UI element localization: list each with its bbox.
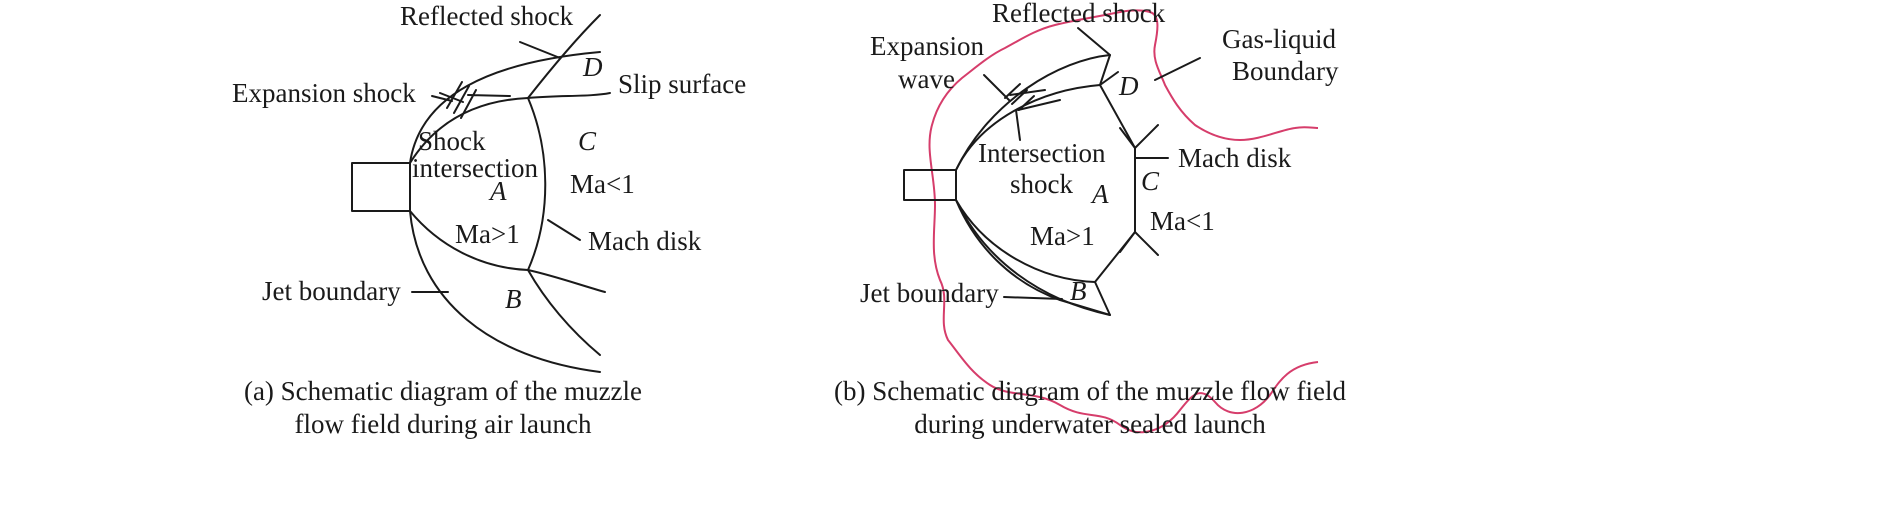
leader-gas-liquid-b <box>1154 57 1201 81</box>
slip-surface-lower-a <box>527 269 606 293</box>
label-ma-supersonic-b: Ma>1 <box>1030 221 1095 251</box>
label-region-b-b: B <box>1070 276 1087 306</box>
label-ma-subsonic-a: Ma<1 <box>570 169 635 199</box>
label-region-c-a: C <box>578 126 597 156</box>
reflected-shock-upper-a <box>527 14 601 99</box>
leader-expansion-wave-b <box>983 74 1011 102</box>
leader-expansion-shock-a <box>431 95 453 102</box>
panel-b-underwater-launch: Reflected shock Expansion wave Gas-liqui… <box>834 0 1347 439</box>
label-expansion-wave-1-b: Expansion <box>870 31 984 61</box>
caption-line1-b: (b) Schematic diagram of the muzzle flow… <box>834 376 1347 406</box>
label-shock-intersection-2-a: intersection <box>412 153 538 183</box>
caption-line1-a: (a) Schematic diagram of the muzzle <box>244 376 642 406</box>
label-expansion-shock-a: Expansion shock <box>232 78 416 108</box>
label-region-a-b: A <box>1090 179 1109 209</box>
barrel-shock-lower-a <box>409 210 529 271</box>
label-intersection-shock-1-b: Intersection <box>978 138 1106 168</box>
label-shock-intersection-1-a: Shock <box>418 126 486 156</box>
label-jet-boundary-b: Jet boundary <box>860 278 999 308</box>
panel-a-air-launch: Reflected shock Slip surface Expansion s… <box>232 1 746 439</box>
expansion-lines-a <box>439 81 511 119</box>
label-mach-disk-a: Mach disk <box>588 226 702 256</box>
label-gas-liquid-2-b: Boundary <box>1232 56 1339 86</box>
leader-mach-disk-a <box>547 219 581 241</box>
expansion-fan-b <box>1004 83 1061 111</box>
barrel-shock-b <box>955 84 1136 283</box>
label-jet-boundary-a: Jet boundary <box>262 276 401 306</box>
jet-boundary-outer-b <box>955 54 1111 171</box>
label-reflected-shock-a: Reflected shock <box>400 1 574 31</box>
slip-surface-upper-a <box>527 92 611 99</box>
reflected-shock-triangle-lower-b <box>1059 281 1111 316</box>
caption-line2-b: during underwater sealed launch <box>914 409 1266 439</box>
caption-line2-a: flow field during air launch <box>295 409 592 439</box>
label-expansion-wave-2-b: wave <box>898 64 955 94</box>
mach-disk-curve-a <box>527 97 547 271</box>
label-mach-disk-b: Mach disk <box>1178 143 1292 173</box>
jet-boundary-line-a-lower <box>409 210 601 373</box>
muzzle-b <box>903 169 957 201</box>
reflected-shock-lower-a <box>527 269 601 356</box>
leader-reflected-shock-a <box>519 41 561 59</box>
label-intersection-shock-2-b: shock <box>1010 169 1073 199</box>
mach-disk-ticks-b <box>1099 71 1159 256</box>
label-region-c-b: C <box>1141 166 1160 196</box>
label-region-d-a: D <box>582 52 603 82</box>
label-ma-supersonic-a: Ma>1 <box>455 219 520 249</box>
label-region-a-a: A <box>488 176 507 206</box>
reflected-shock-triangle-upper-b <box>1077 27 1111 86</box>
label-reflected-shock-b: Reflected shock <box>992 0 1166 28</box>
muzzle-a <box>351 162 411 212</box>
label-gas-liquid-1-b: Gas-liquid <box>1222 24 1336 54</box>
leader-jet-boundary-b <box>1003 296 1063 300</box>
jet-boundary-second-b-lower <box>955 199 1061 301</box>
label-ma-subsonic-b: Ma<1 <box>1150 206 1215 236</box>
label-slip-surface-a: Slip surface <box>618 69 746 99</box>
label-region-b-a: B <box>505 284 522 314</box>
leader-intersection-shock-b <box>1015 109 1021 141</box>
label-region-d-b: D <box>1118 71 1139 101</box>
gas-liquid-boundary-line-b <box>928 9 1319 434</box>
